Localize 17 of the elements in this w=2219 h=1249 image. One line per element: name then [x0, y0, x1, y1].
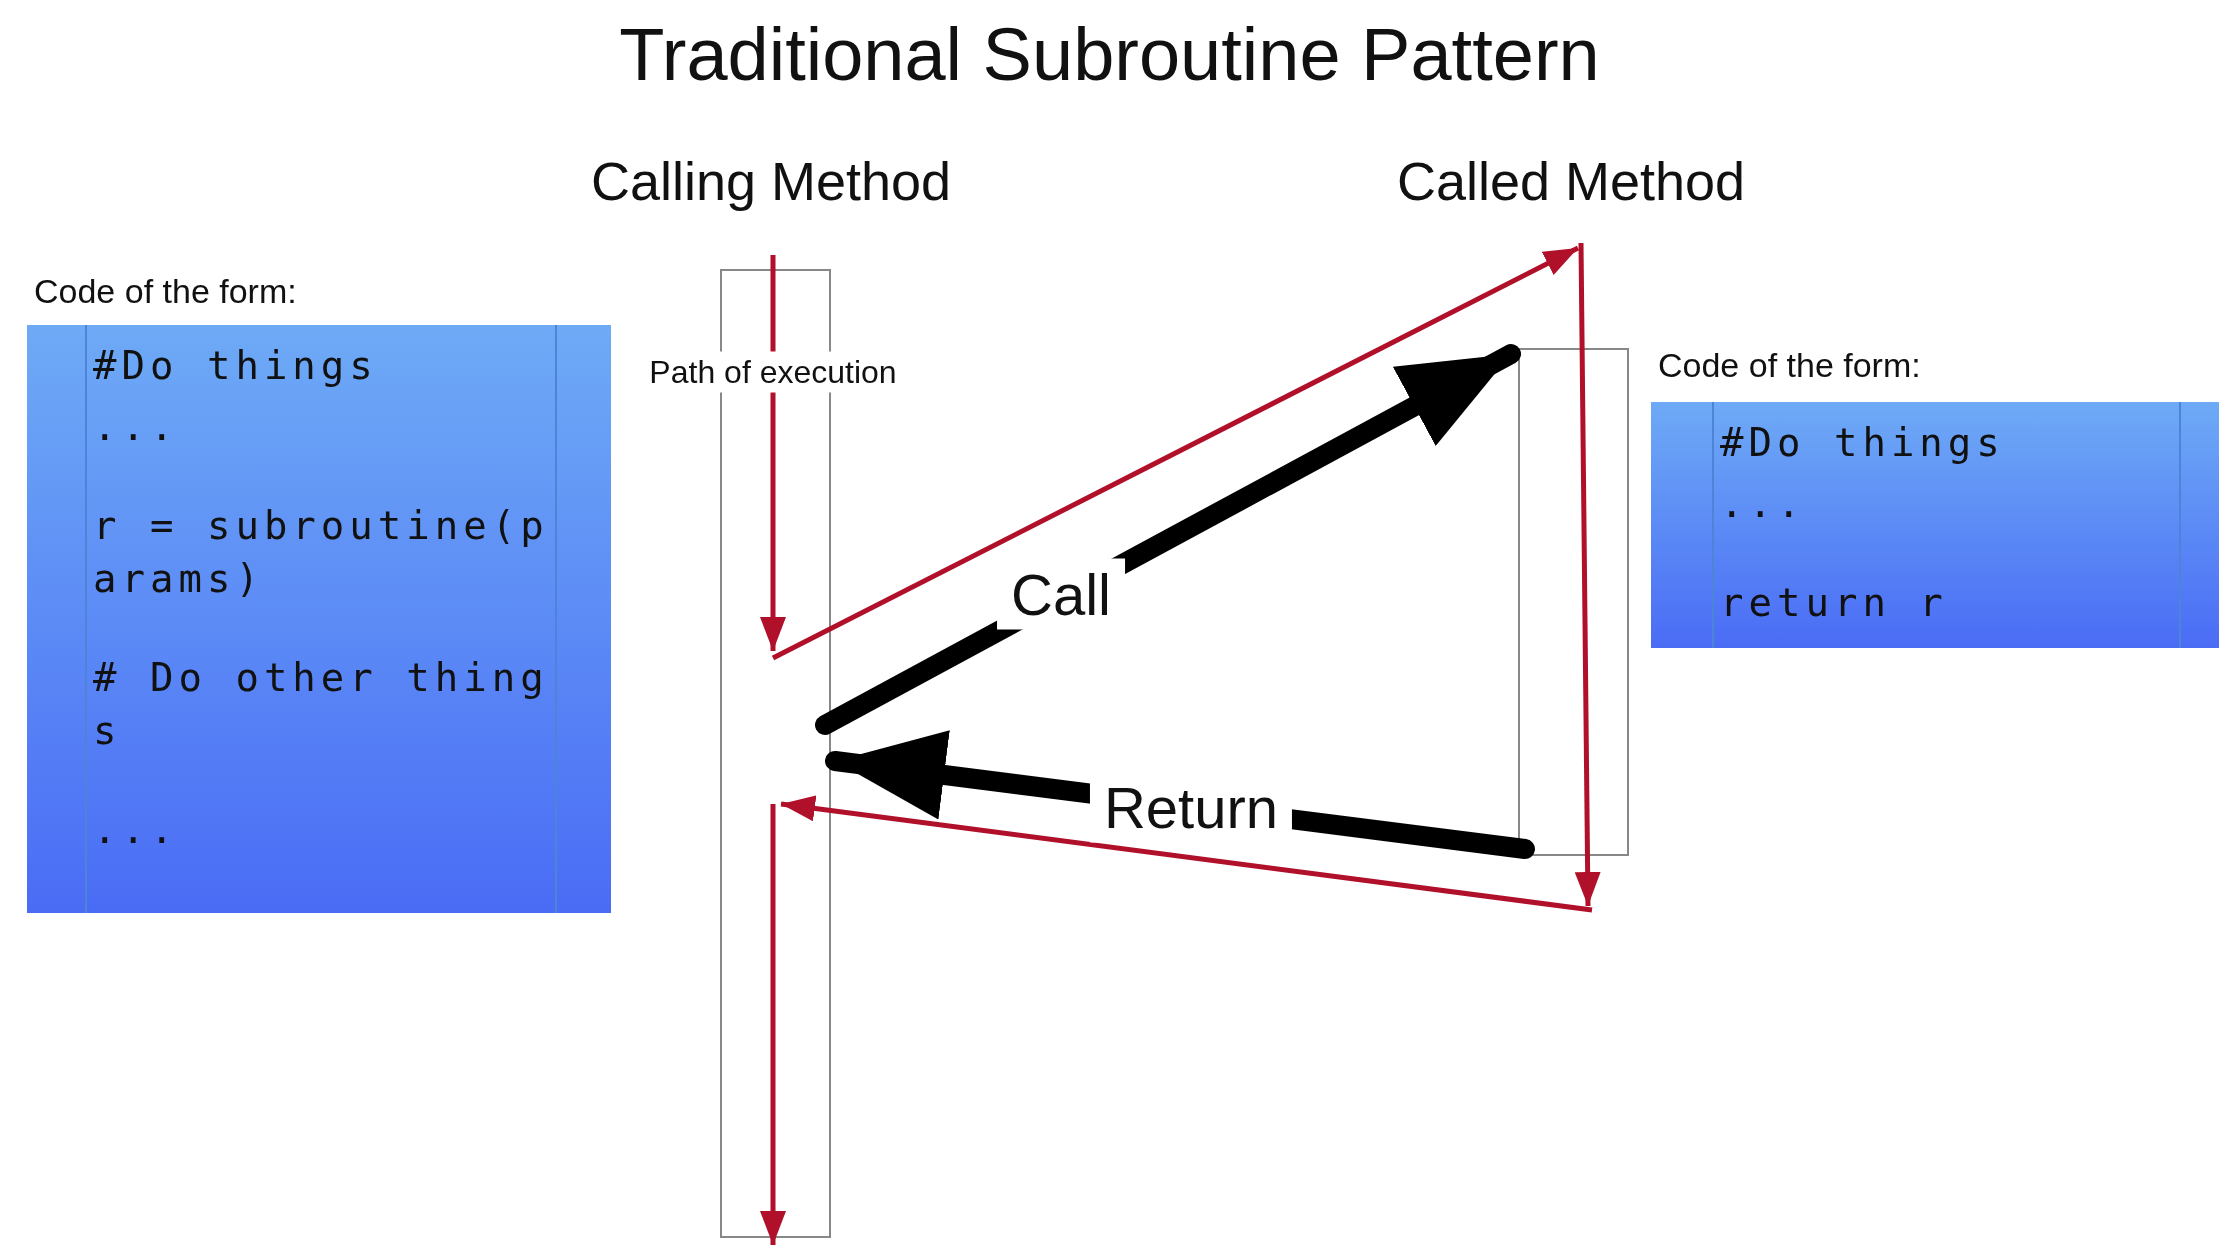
- code-caption: Code of the form:: [1658, 346, 1921, 385]
- edge-label: Call: [997, 558, 1125, 630]
- code-line: return r: [1720, 579, 1949, 627]
- code-line: ...: [93, 806, 180, 854]
- arrow: [771, 245, 1580, 661]
- code-line: #Do things: [1720, 419, 2006, 467]
- code-line: ...: [93, 403, 180, 451]
- lane-title: Calling Method: [590, 151, 952, 211]
- code-line: r = subroutine(params): [93, 502, 550, 603]
- lane-title: Called Method: [1396, 151, 1746, 211]
- code-caption: Code of the form:: [34, 272, 297, 311]
- code-line: ...: [1720, 480, 1807, 528]
- arrow: [780, 795, 1593, 913]
- lane-box: [1518, 348, 1629, 856]
- code-line: # Do other things: [93, 654, 550, 755]
- code-line: #Do things: [93, 342, 379, 390]
- title: Traditional Subroutine Pattern: [618, 12, 1601, 97]
